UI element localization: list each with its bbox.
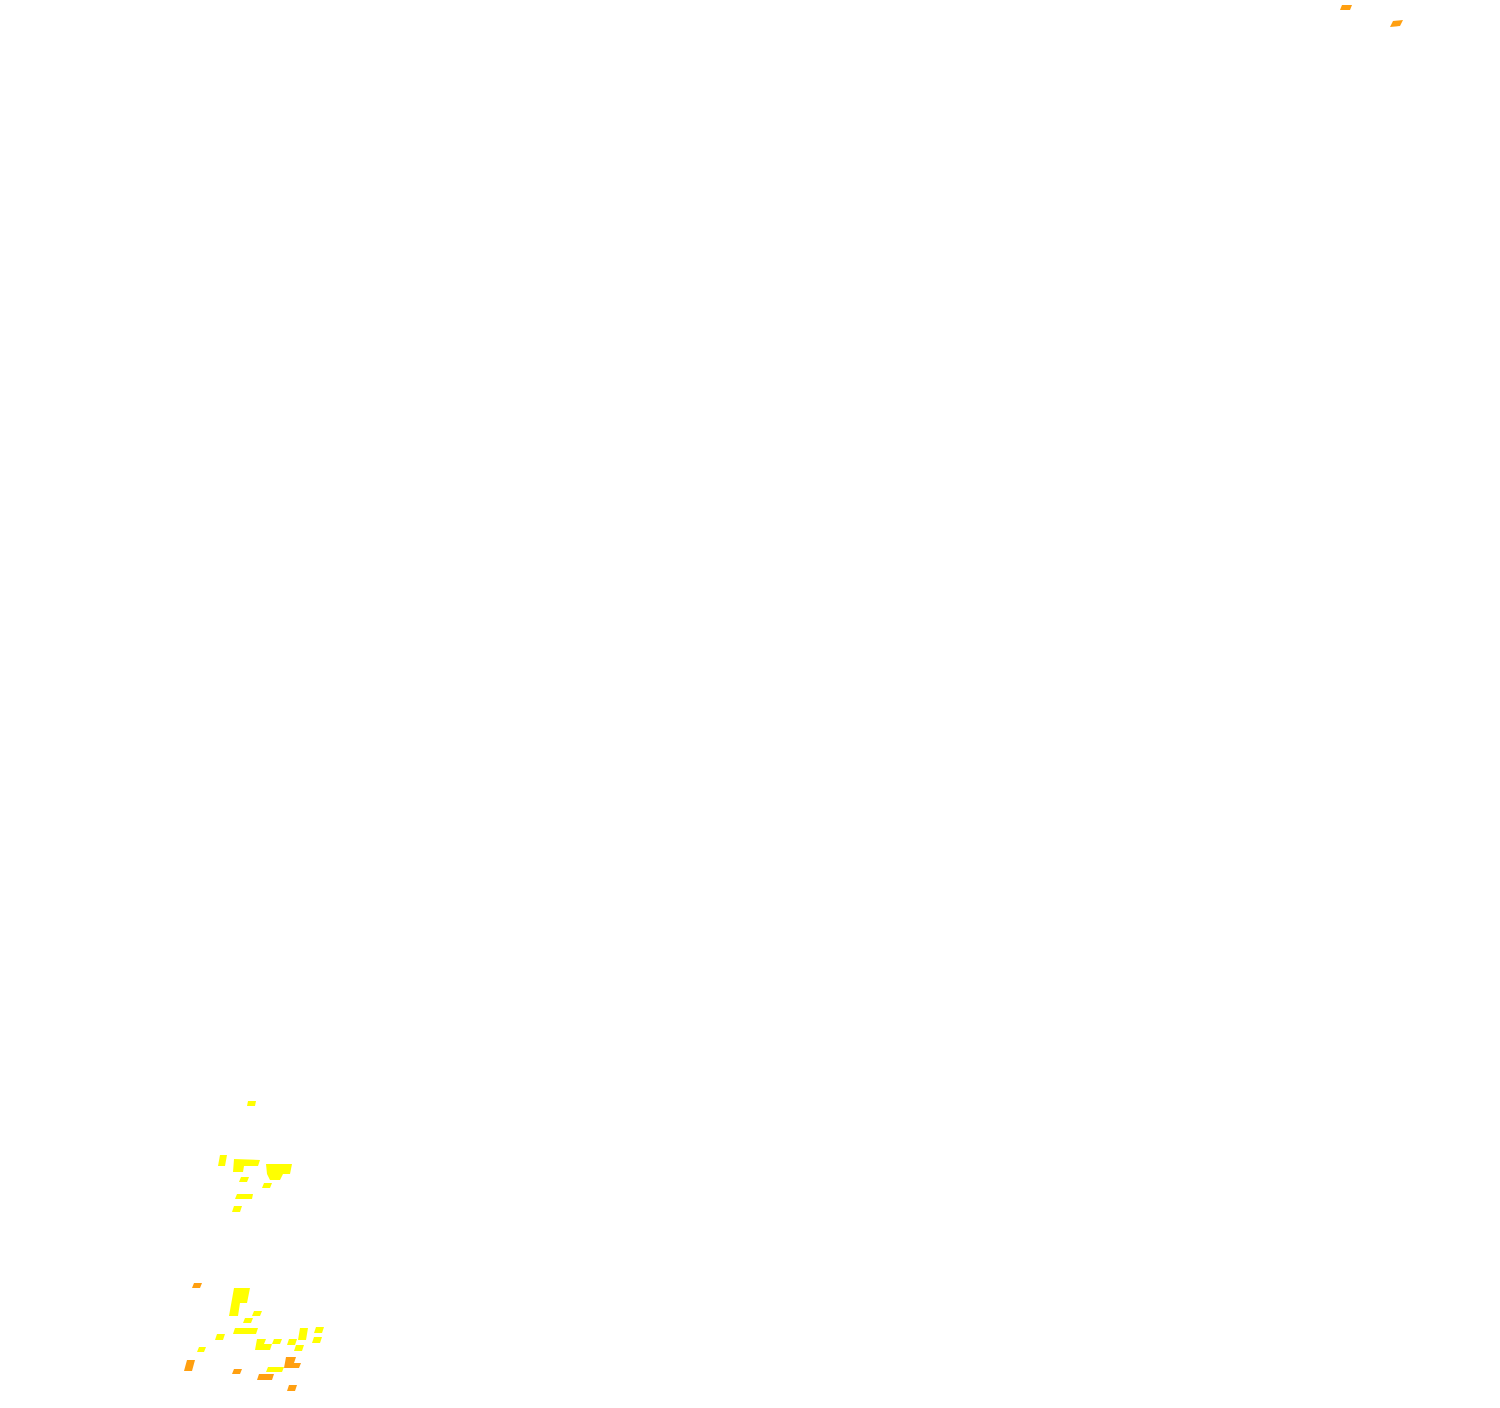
yellow-patch [229,1288,250,1316]
cluster-middle [218,1101,292,1212]
yellow-patch [243,1318,253,1323]
yellow-patch [233,1328,258,1334]
orange-patch [284,1357,301,1368]
yellow-patch [235,1194,253,1199]
yellow-patch [272,1339,282,1344]
yellow-patch [262,1183,272,1188]
yellow-patch [314,1327,324,1333]
yellow-patch [294,1345,304,1351]
orange-patch [192,1283,202,1288]
cluster-bottom [184,1283,324,1391]
orange-patch [287,1385,297,1391]
yellow-patch [298,1328,308,1340]
yellow-patch [312,1337,322,1343]
yellow-patch [287,1339,297,1345]
orange-patch [232,1369,242,1374]
orange-patch [1390,20,1403,27]
yellow-patch [247,1101,256,1106]
yellow-patch [232,1206,242,1212]
yellow-patch [233,1159,260,1172]
yellow-patch [239,1177,249,1182]
orange-patch [184,1360,195,1371]
yellow-patch [197,1347,206,1352]
orange-patch [257,1374,274,1380]
yellow-patch [266,1164,292,1180]
yellow-patch [266,1367,284,1372]
yellow-patch [215,1334,225,1340]
yellow-patch [252,1311,262,1316]
yellow-patch [255,1339,272,1350]
cluster-top-right [1340,5,1403,27]
yellow-patch [218,1155,227,1166]
orange-patch [1340,5,1352,10]
